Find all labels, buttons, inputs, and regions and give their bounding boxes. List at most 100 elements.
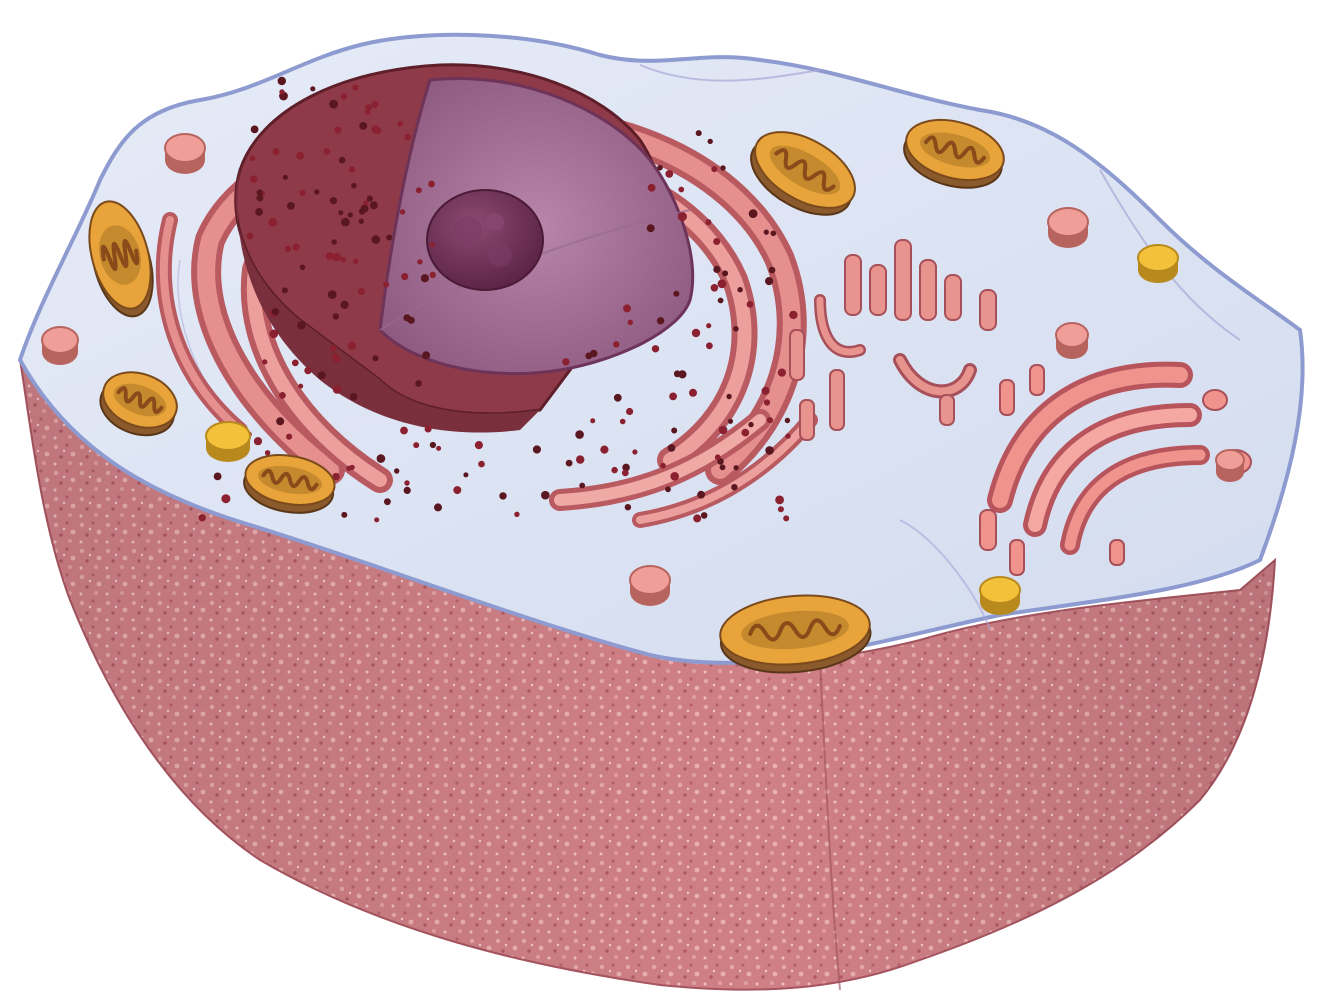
ribosome	[673, 370, 681, 378]
ribosome	[761, 386, 770, 395]
ribosome	[714, 454, 721, 461]
ribosome	[562, 358, 570, 366]
ribosome	[314, 189, 320, 195]
lysosome	[205, 421, 251, 462]
ribosome	[358, 218, 364, 224]
ribosome	[371, 101, 379, 108]
ribosome	[250, 175, 258, 183]
ribosome	[384, 498, 391, 506]
ribosome	[665, 170, 674, 178]
ribosome	[474, 441, 483, 450]
ribosome	[777, 506, 784, 513]
ribosome	[323, 148, 331, 155]
mitochondrion	[903, 119, 1005, 189]
ribosome	[272, 148, 280, 156]
ribosome	[262, 359, 268, 365]
ribosome	[366, 195, 373, 202]
ribosome	[376, 454, 386, 463]
ribosome	[346, 465, 352, 471]
ribosome	[277, 76, 286, 86]
ribosome	[766, 417, 774, 424]
ribosome	[330, 344, 337, 352]
ribosome	[722, 270, 729, 277]
ribosome	[746, 301, 754, 308]
ribosome	[765, 446, 774, 455]
ribosome	[689, 388, 697, 397]
ribosome	[671, 427, 678, 434]
ribosome	[297, 321, 306, 330]
ribosome	[299, 189, 306, 196]
mitochondria	[88, 119, 1005, 674]
ribosome	[383, 281, 390, 288]
smooth-endoplasmic-reticulum	[789, 239, 997, 441]
ribosome	[719, 464, 726, 471]
ribosome	[611, 466, 618, 474]
ribosome	[576, 455, 585, 464]
mitochondrion	[99, 371, 178, 437]
ribosome	[613, 393, 622, 402]
ribosome	[404, 480, 410, 486]
ribosome	[748, 421, 754, 428]
ribosome	[627, 319, 633, 325]
ribosome	[386, 234, 393, 241]
ribosome	[352, 84, 359, 91]
ribosome	[632, 449, 638, 455]
ribosome	[338, 156, 346, 164]
ribosome	[565, 459, 573, 467]
vesicle	[629, 565, 671, 606]
ribosome	[360, 204, 369, 213]
ribosome	[269, 329, 279, 339]
ribosome	[711, 166, 718, 173]
ribosome	[669, 392, 677, 401]
ribosome	[415, 380, 422, 387]
ribosome	[417, 259, 423, 265]
ribosome	[253, 437, 263, 446]
ribosome	[710, 284, 719, 292]
ribosome	[282, 174, 288, 180]
ribosome	[256, 189, 263, 196]
vesicles	[41, 133, 1245, 615]
ribosome	[329, 99, 338, 109]
ribosome	[720, 165, 726, 171]
ribosome	[768, 266, 776, 274]
ribosome	[624, 504, 632, 511]
ribosome	[213, 472, 222, 481]
ribosome	[198, 514, 206, 522]
ribosome	[775, 495, 784, 505]
ribosome	[340, 93, 347, 100]
ribosome	[626, 407, 634, 416]
ribosome	[291, 359, 299, 367]
ribosome	[677, 212, 687, 222]
ribosome	[424, 425, 432, 433]
mitochondrion	[750, 131, 856, 216]
nucleolus	[426, 189, 544, 291]
ribosome	[286, 433, 293, 440]
ribosome	[541, 490, 550, 500]
ribosome	[763, 399, 771, 406]
ribosome	[727, 418, 734, 424]
ribosome	[695, 130, 702, 137]
ribosome	[298, 383, 304, 389]
ribosome	[332, 472, 340, 481]
ribosome	[579, 482, 586, 489]
ribosome	[532, 445, 542, 454]
ribosome	[353, 258, 359, 265]
mitochondrion	[243, 454, 336, 514]
ribosome	[264, 450, 271, 456]
ribosome	[404, 133, 411, 141]
ribosome	[706, 323, 712, 329]
ribosome	[403, 486, 411, 494]
ribosome	[371, 125, 380, 134]
ribosome	[256, 194, 264, 202]
ribosome	[590, 418, 596, 424]
ribosome	[748, 209, 758, 219]
ribosome	[428, 180, 435, 188]
ribosome	[394, 468, 400, 474]
ribosome	[789, 310, 798, 320]
ribosome	[600, 445, 609, 454]
ribosome	[777, 368, 787, 377]
ribosome	[299, 264, 306, 271]
ribosome	[667, 444, 676, 452]
